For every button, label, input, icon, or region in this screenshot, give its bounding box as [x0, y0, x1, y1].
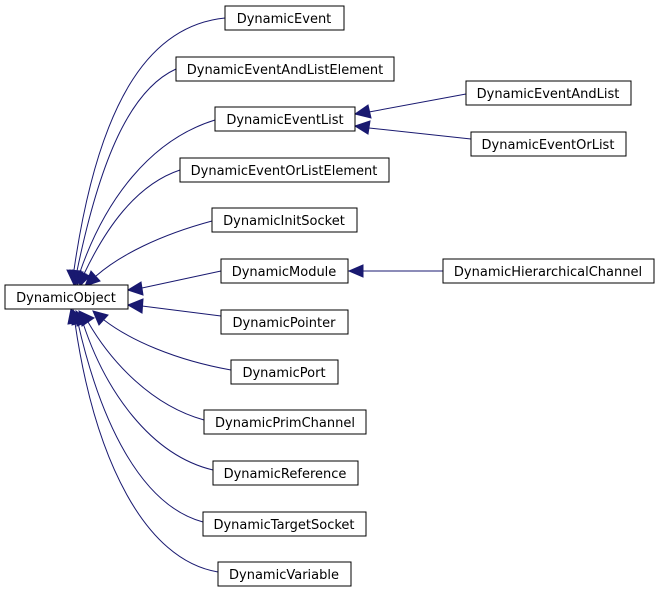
svg-text:DynamicEventList: DynamicEventList: [226, 113, 343, 128]
node-dynamic-hierarchical-channel[interactable]: DynamicHierarchicalChannel: [442, 258, 655, 284]
node-dynamic-object[interactable]: DynamicObject: [4, 284, 129, 310]
svg-text:DynamicEventOrListElement: DynamicEventOrListElement: [191, 164, 378, 179]
svg-text:DynamicPointer: DynamicPointer: [233, 316, 337, 331]
node-dynamic-reference[interactable]: DynamicReference: [212, 460, 359, 486]
svg-text:DynamicVariable: DynamicVariable: [229, 568, 339, 583]
edge-eventorlistelement-to-object: [76, 169, 181, 288]
svg-text:DynamicPrimChannel: DynamicPrimChannel: [215, 416, 355, 431]
edge-port-to-object: [92, 310, 232, 371]
node-dynamic-port[interactable]: DynamicPort: [230, 359, 339, 385]
edge-reference-to-object: [75, 309, 214, 471]
svg-text:DynamicEventOrList: DynamicEventOrList: [482, 138, 615, 153]
node-dynamic-event-or-list-element[interactable]: DynamicEventOrListElement: [179, 157, 390, 183]
node-dynamic-prim-channel[interactable]: DynamicPrimChannel: [203, 409, 367, 435]
node-dynamic-init-socket[interactable]: DynamicInitSocket: [211, 207, 358, 233]
node-dynamic-event-and-list-element[interactable]: DynamicEventAndListElement: [175, 56, 395, 82]
svg-text:DynamicEventAndListElement: DynamicEventAndListElement: [187, 63, 384, 78]
edge-targetsocket-to-object: [71, 308, 204, 523]
edge-primchannel-to-object: [78, 310, 205, 421]
node-dynamic-module[interactable]: DynamicModule: [220, 258, 349, 284]
edge-eventandlistelement-to-object: [69, 68, 177, 287]
node-dynamic-event-or-list[interactable]: DynamicEventOrList: [470, 131, 627, 157]
node-dynamic-pointer[interactable]: DynamicPointer: [220, 309, 349, 335]
node-dynamic-variable[interactable]: DynamicVariable: [217, 561, 352, 587]
svg-text:DynamicInitSocket: DynamicInitSocket: [223, 214, 345, 229]
node-dynamic-event-and-list[interactable]: DynamicEventAndList: [465, 80, 632, 106]
svg-text:DynamicEventAndList: DynamicEventAndList: [477, 87, 620, 102]
edge-hierchannel-to-module: [347, 264, 443, 278]
edge-eventorlist-to-eventlist: [353, 120, 472, 140]
edge-eventandlist-to-eventlist: [353, 93, 467, 119]
node-dynamic-event-list[interactable]: DynamicEventList: [214, 106, 356, 132]
svg-text:DynamicObject: DynamicObject: [16, 291, 116, 306]
svg-text:DynamicReference: DynamicReference: [224, 467, 347, 482]
node-dynamic-target-socket[interactable]: DynamicTargetSocket: [202, 511, 367, 537]
edge-eventlist-to-object: [72, 119, 216, 287]
svg-text:DynamicHierarchicalChannel: DynamicHierarchicalChannel: [454, 265, 642, 280]
node-dynamic-event[interactable]: DynamicEvent: [224, 5, 345, 31]
edge-initsocket-to-object: [84, 220, 213, 287]
svg-text:DynamicTargetSocket: DynamicTargetSocket: [213, 518, 354, 533]
edge-module-to-object: [126, 270, 222, 296]
svg-text:DynamicModule: DynamicModule: [232, 265, 337, 280]
svg-text:DynamicPort: DynamicPort: [242, 366, 325, 381]
svg-text:DynamicEvent: DynamicEvent: [237, 12, 332, 27]
edge-pointer-to-object: [126, 298, 222, 317]
edge-variable-to-object: [67, 307, 219, 573]
